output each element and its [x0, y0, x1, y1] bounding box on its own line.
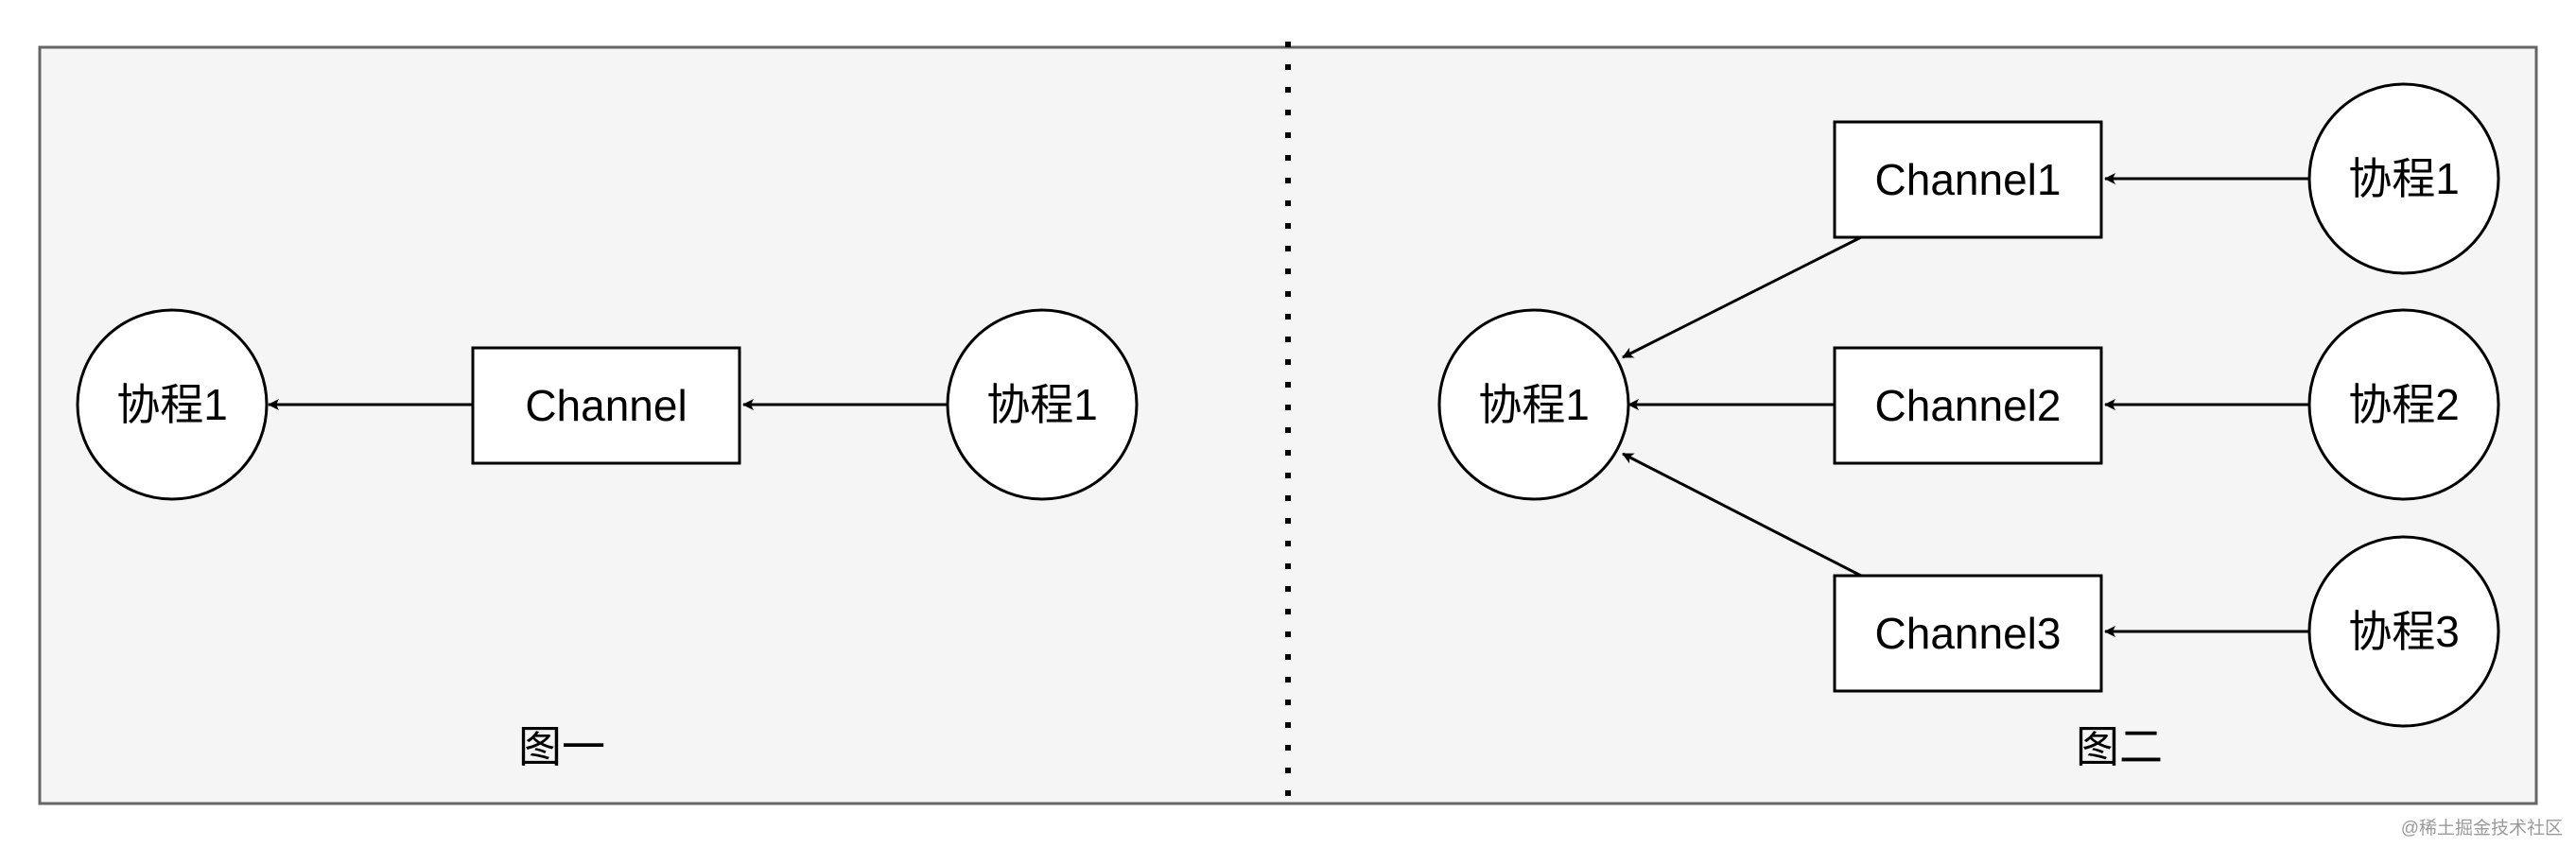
- arrow-channel3-to-receiver: [1622, 452, 1862, 578]
- channel-node: Channel: [471, 346, 741, 465]
- sender3-node: 协程3: [2307, 535, 2500, 728]
- sender2-node: 协程2: [2307, 308, 2500, 501]
- channel3-label: Channel3: [1875, 609, 2062, 658]
- right-diagram: 协程1 Channel1 Channel2 Channel3 协程1 协程2 协…: [1437, 82, 2500, 771]
- channel1-label: Channel1: [1875, 155, 2062, 204]
- caption-left: 图一: [518, 722, 605, 771]
- channel3-node: Channel3: [1833, 574, 2103, 693]
- sender-label: 协程1: [986, 380, 1098, 429]
- channel-label: Channel: [525, 381, 687, 430]
- caption-right: 图二: [2076, 722, 2163, 771]
- sender1-label: 协程1: [2348, 154, 2460, 203]
- sender1-node: 协程1: [2307, 82, 2500, 275]
- left-diagram: 协程1 Channel 协程1 图一: [76, 308, 1139, 771]
- sender-node: 协程1: [946, 308, 1139, 501]
- watermark-text: @稀土掘金技术社区: [2401, 818, 2563, 838]
- channel2-node: Channel2: [1833, 346, 2103, 465]
- receiver-right-label: 协程1: [1478, 380, 1590, 429]
- arrow-channel1-to-receiver: [1622, 235, 1862, 359]
- receiver-node: 协程1: [76, 308, 269, 501]
- sender2-label: 协程2: [2348, 380, 2460, 429]
- receiver-node-right: 协程1: [1437, 308, 1630, 501]
- sender3-label: 协程3: [2348, 607, 2460, 656]
- channel1-node: Channel1: [1833, 120, 2103, 239]
- receiver-label: 协程1: [116, 380, 228, 429]
- channel2-label: Channel2: [1875, 381, 2062, 430]
